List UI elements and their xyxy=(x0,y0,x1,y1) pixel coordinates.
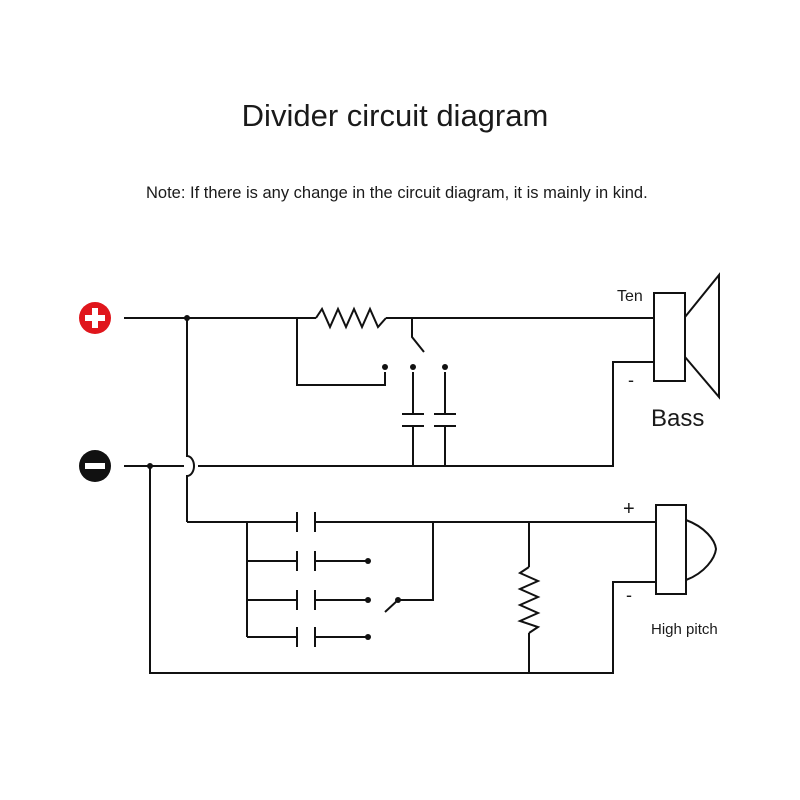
tweeter-body xyxy=(655,504,687,595)
note-text: Note: If there is any change in the circ… xyxy=(146,184,648,202)
switch-contact-dot xyxy=(365,558,371,564)
switch-contact-dot xyxy=(365,634,371,640)
woofer-cone xyxy=(684,272,720,400)
page-title: Divider circuit diagram xyxy=(241,98,549,133)
switch-contact-dot xyxy=(442,364,448,370)
woofer-label: Bass xyxy=(651,405,704,432)
tweeter-dome xyxy=(685,519,718,581)
tweeter-return xyxy=(149,466,655,674)
woofer-selector-switch xyxy=(411,318,425,353)
bank-capacitor-3 xyxy=(296,627,316,647)
switch-contact-dot xyxy=(395,597,401,603)
tweeter-plus-label: + xyxy=(623,498,635,520)
resistor-bypass-loop xyxy=(296,318,386,386)
junction-dot xyxy=(184,315,190,321)
bank-capacitor-2 xyxy=(296,590,316,610)
series-capacitor xyxy=(296,512,316,532)
junction-dot xyxy=(147,463,153,469)
series-resistor xyxy=(315,306,387,330)
tweeter-label: High pitch xyxy=(651,621,718,638)
woofer-cap-1 xyxy=(402,413,424,427)
positive-terminal xyxy=(79,302,111,334)
switch-contact-dot xyxy=(382,364,388,370)
switch-contact-dot xyxy=(365,597,371,603)
woofer-minus-label: - xyxy=(628,370,634,390)
switch-contact-dot xyxy=(410,364,416,370)
tweeter-minus-label: - xyxy=(626,585,632,605)
crossover-hop xyxy=(186,318,195,522)
woofer-cap-2 xyxy=(434,413,456,427)
tweeter-selector-switch xyxy=(384,522,434,613)
bank-capacitor-1 xyxy=(296,551,316,571)
woofer-magnet xyxy=(653,292,686,382)
shunt-resistor xyxy=(517,566,541,634)
woofer-top-terminal-label: Ten xyxy=(617,288,643,305)
negative-terminal xyxy=(79,450,111,482)
negative-rail xyxy=(124,361,655,467)
